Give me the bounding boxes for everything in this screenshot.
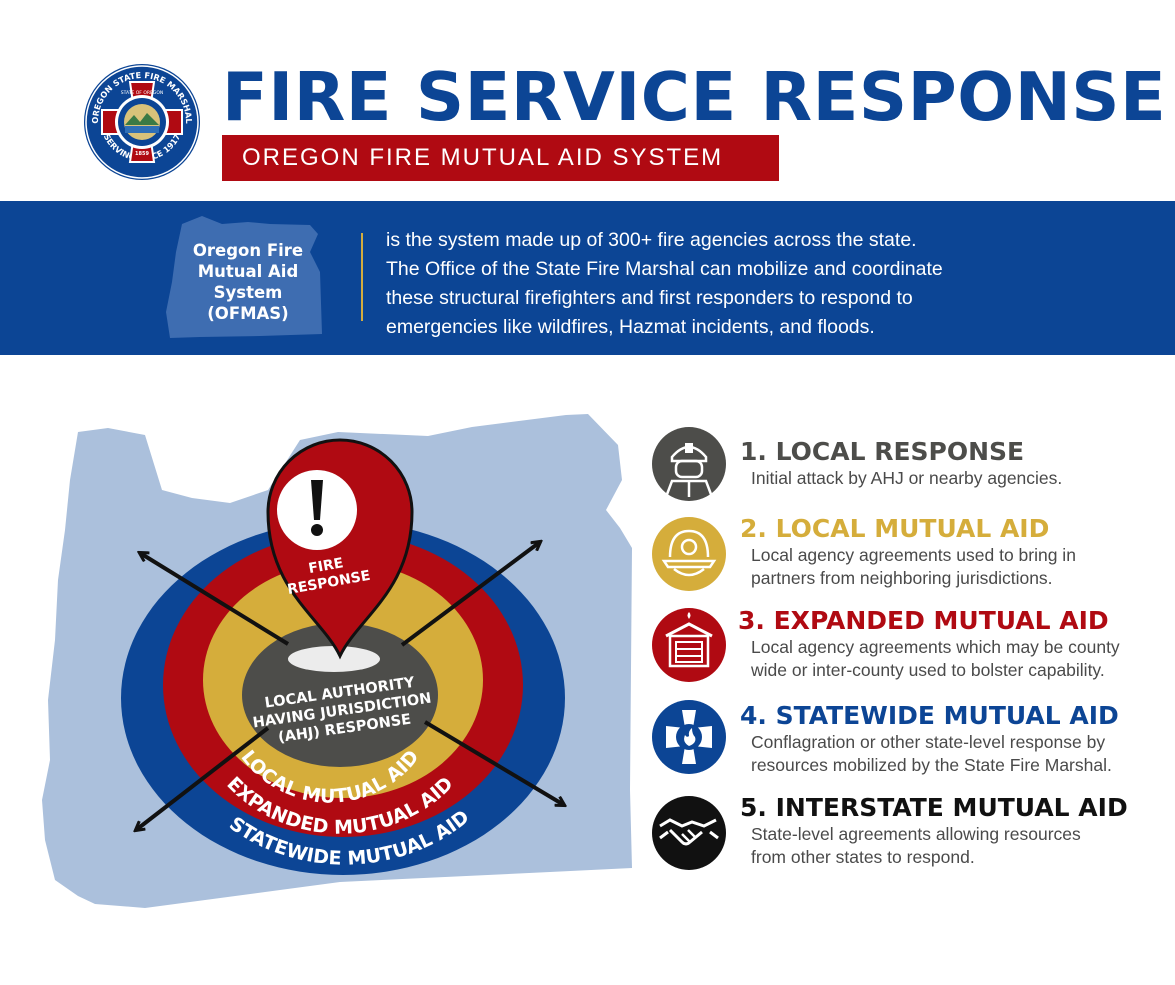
step-title: 2. LOCAL MUTUAL AID [740,514,1050,543]
step-description-line: Conflagration or other state-level respo… [751,732,1106,752]
step-description-line: Local agency agreements used to bring in [751,545,1076,565]
step-description-line: wide or inter-county used to bolster cap… [751,660,1105,680]
pin-label-line: FIRE [307,555,344,577]
step-title: 5. INTERSTATE MUTUAL AID [740,793,1128,822]
step-description-line: Local agency agreements which may be cou… [751,637,1120,657]
seal-year-text: 1859 [135,151,149,157]
fire-response-pin [266,438,414,660]
step-title: 3. EXPANDED MUTUAL AID [738,606,1109,635]
pin-shadow [288,646,380,672]
intro-line: emergencies like wildfires, Hazmat incid… [386,316,875,338]
page-subtitle: OREGON FIRE MUTUAL AID SYSTEM [242,144,724,171]
step-description: Initial attack by AHJ or nearby agencies… [751,467,1062,490]
mutual-aid-diagram: FIRE RESPONSE LOCAL AUTHORITY HAVING JUR… [42,414,632,908]
step-description: Conflagration or other state-level respo… [751,731,1112,777]
maltese-cross-icon [652,700,726,774]
seal-inner-top-text: STATE OF OREGON [121,90,163,96]
ofmas-badge-line: System [214,283,283,302]
intro-line: The Office of the State Fire Marshal can… [386,258,943,280]
step-description-line: resources mobilized by the State Fire Ma… [751,755,1112,775]
step-description: Local agency agreements which may be cou… [751,636,1120,682]
handshake-icon [652,796,726,870]
step-description-line: from other states to respond. [751,847,975,867]
fire-station-icon [652,608,726,682]
intro-text: is the system made up of 300+ fire agenc… [386,226,1086,342]
intro-divider [361,233,363,321]
step-title: 1. LOCAL RESPONSE [740,437,1025,466]
subtitle-bar [222,135,779,181]
step-description: State-level agreements allowing resource… [751,823,1081,869]
ofmas-badge-line: Mutual Aid [198,262,299,281]
page-title: FIRE SERVICE RESPONSE [222,58,1167,136]
spread-arrows [136,542,564,830]
step-description-line: Initial attack by AHJ or nearby agencies… [751,468,1063,488]
intro-line: these structural firefighters and first … [386,287,913,309]
step-description-line: State-level agreements allowing resource… [751,824,1081,844]
ofmas-badge-line: Oregon Fire [193,241,303,260]
step-description: Local agency agreements used to bring in… [751,544,1076,590]
intro-line: is the system made up of 300+ fire agenc… [386,229,917,251]
ofsm-seal-logo: OREGON STATE FIRE MARSHAL SERVING SINCE … [84,64,200,180]
step-description-line: partners from neighboring jurisdictions. [751,568,1053,588]
fire-helmet-icon [652,517,726,591]
ofmas-badge-line: (OFMAS) [207,304,288,323]
step-title: 4. STATEWIDE MUTUAL AID [740,701,1119,730]
firefighter-icon [652,427,726,501]
